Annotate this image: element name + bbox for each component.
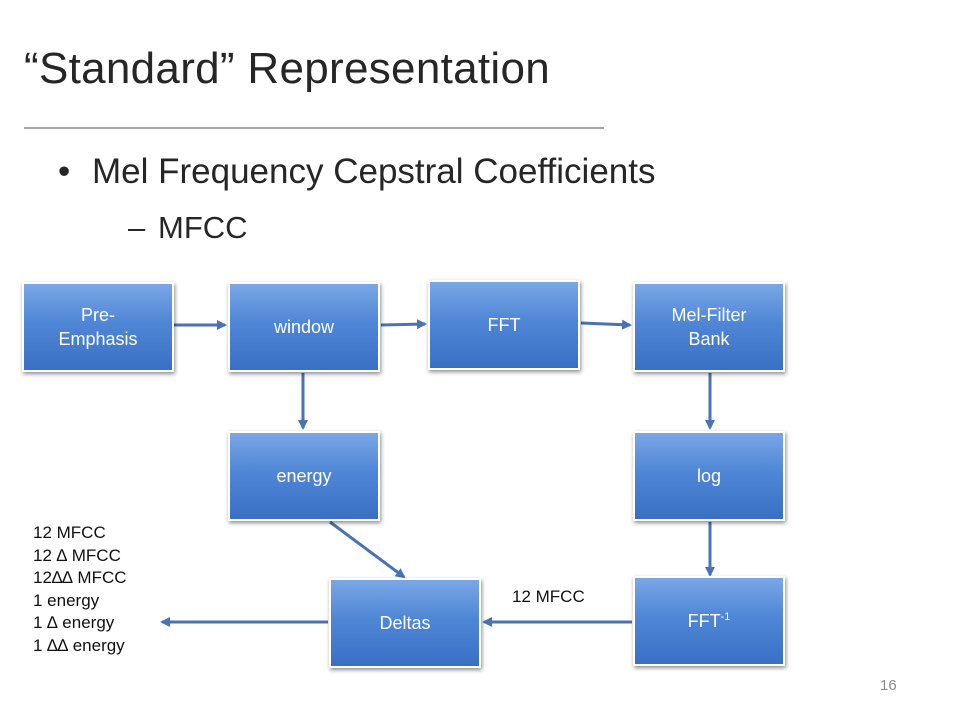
arrow-fft-to-melfilter bbox=[580, 319, 632, 330]
output-item: 1 energy bbox=[33, 590, 100, 610]
node-pre-emphasis: Pre- Emphasis bbox=[22, 282, 174, 372]
node-deltas-label: Deltas bbox=[379, 613, 431, 633]
arrow-energy-to-deltas bbox=[329, 520, 406, 579]
node-inverse-fft-superscript: -1 bbox=[720, 611, 731, 623]
sub-bullet-text: MFCC bbox=[158, 210, 248, 245]
node-energy: energy bbox=[228, 431, 380, 521]
node-mel-filter-bank-label: Mel-Filter Bank bbox=[671, 305, 747, 349]
node-fft: FFT bbox=[428, 280, 580, 370]
bullet-text: Mel Frequency Cepstral Coefficients bbox=[92, 152, 656, 191]
node-inverse-fft-label: FFT-1 bbox=[688, 609, 731, 633]
edge-label-mfcc: 12 MFCC bbox=[512, 587, 585, 606]
node-mel-filter-bank: Mel-Filter Bank bbox=[633, 282, 785, 372]
output-item: 12 MFCC bbox=[33, 523, 106, 542]
page-number: 16 bbox=[880, 677, 897, 694]
node-window-label: window bbox=[273, 317, 335, 337]
output-item: 1 ∆ energy bbox=[33, 613, 115, 632]
bullet-marker: • bbox=[58, 152, 71, 191]
node-pre-emphasis-label: Pre- Emphasis bbox=[58, 305, 138, 349]
output-feature-list: 12 MFCC 12 ∆ MFCC 12∆∆ MFCC 1 energy 1 ∆… bbox=[33, 522, 127, 657]
node-fft-label: FFT bbox=[487, 315, 521, 335]
node-energy-label: energy bbox=[276, 466, 332, 486]
sub-bullet-marker: – bbox=[128, 210, 146, 245]
title-divider bbox=[24, 127, 604, 129]
node-inverse-fft-text: FFT bbox=[687, 611, 721, 631]
node-deltas: Deltas bbox=[329, 578, 481, 668]
output-item: 1 ∆∆ energy bbox=[33, 635, 125, 655]
output-item: 12∆∆ MFCC bbox=[33, 568, 127, 587]
arrow-window-to-fft bbox=[380, 319, 427, 330]
node-window: window bbox=[228, 282, 380, 372]
output-item: 12 ∆ MFCC bbox=[33, 545, 121, 565]
slide-title: “Standard” Representation bbox=[24, 44, 551, 93]
node-inverse-fft: FFT-1 bbox=[633, 576, 785, 666]
node-log-label: log bbox=[696, 466, 722, 486]
node-log: log bbox=[633, 431, 785, 521]
